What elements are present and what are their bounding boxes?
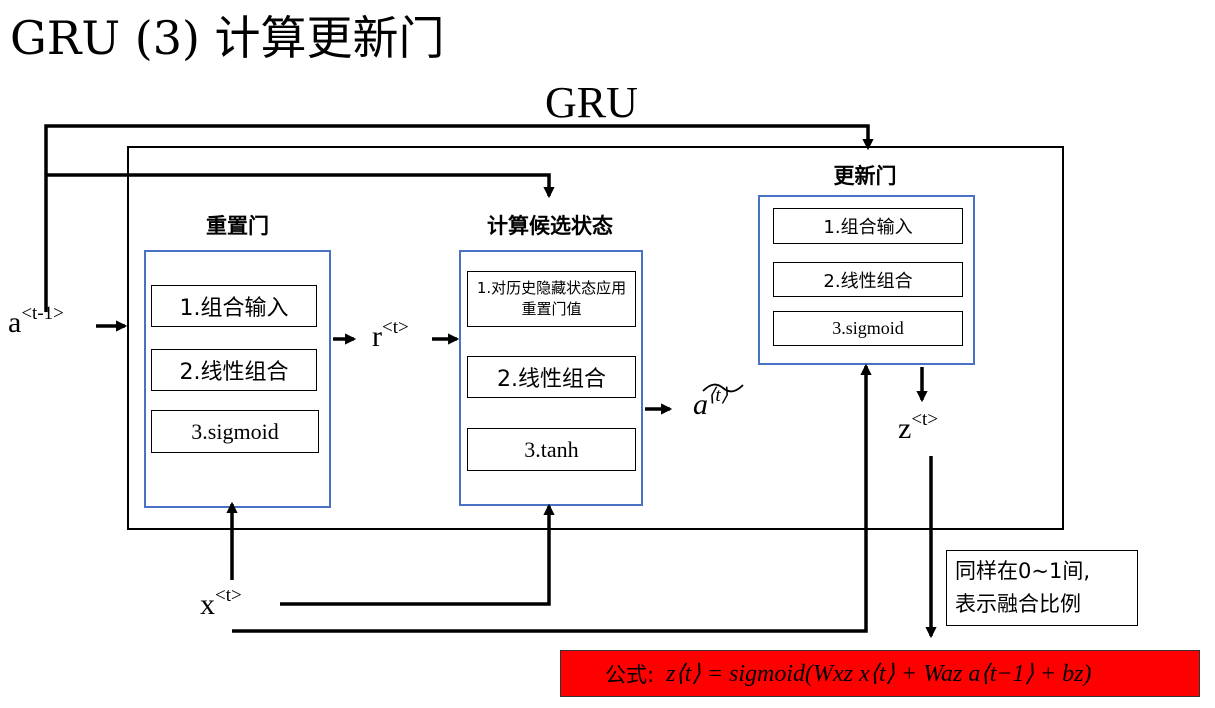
label-a-tilde: a⟨t⟩ (693, 383, 744, 422)
x-to-update-line (232, 363, 872, 633)
update-gate-title: 更新门 (833, 164, 897, 188)
gru-cell-box (127, 146, 1064, 530)
a-prev-to-candidate-line (46, 173, 555, 199)
update-gate-step-2: 2.线性组合 (773, 262, 963, 297)
formula-bar: 公式: z⟨t⟩ = sigmoid(Wxz x⟨t⟩ + Waz a⟨t−1⟩… (560, 650, 1200, 697)
label-x-t: x<t> (200, 585, 242, 621)
note-box: 同样在0~1间, 表示融合比例 (946, 550, 1138, 626)
label-r-t: r<t> (372, 317, 409, 353)
candidate-step-1: 1.对历史隐藏状态应用重置门值 (467, 271, 636, 327)
a-prev-to-update-line (44, 124, 874, 312)
update-gate-step-1: 1.组合输入 (773, 208, 963, 244)
candidate-title: 计算候选状态 (487, 214, 613, 238)
candidate-step-2: 2.线性组合 (467, 356, 636, 398)
reset-gate-step-1: 1.组合输入 (151, 285, 317, 327)
note-line-2: 表示融合比例 (955, 592, 1081, 616)
reset-gate-title: 重置门 (206, 214, 269, 238)
page-title: GRU (3) 计算更新门 (10, 11, 445, 65)
candidate-step-3: 3.tanh (467, 428, 636, 471)
note-line-1: 同样在0~1间, (955, 559, 1090, 583)
diagram-title: GRU (545, 78, 638, 127)
reset-gate-step-2: 2.线性组合 (151, 349, 317, 391)
label-z-t: z<t> (898, 409, 939, 445)
label-a-prev: a<t-1> (8, 303, 64, 339)
update-gate-step-3: 3.sigmoid (773, 311, 963, 346)
x-to-candidate-line (280, 503, 555, 606)
reset-gate-step-3: 3.sigmoid (151, 410, 319, 453)
formula-prefix: 公式: (605, 662, 655, 687)
tilde-mark (702, 383, 744, 393)
formula-expression: z⟨t⟩ = sigmoid(Wxz x⟨t⟩ + Waz a⟨t−1⟩ + b… (666, 661, 1092, 687)
